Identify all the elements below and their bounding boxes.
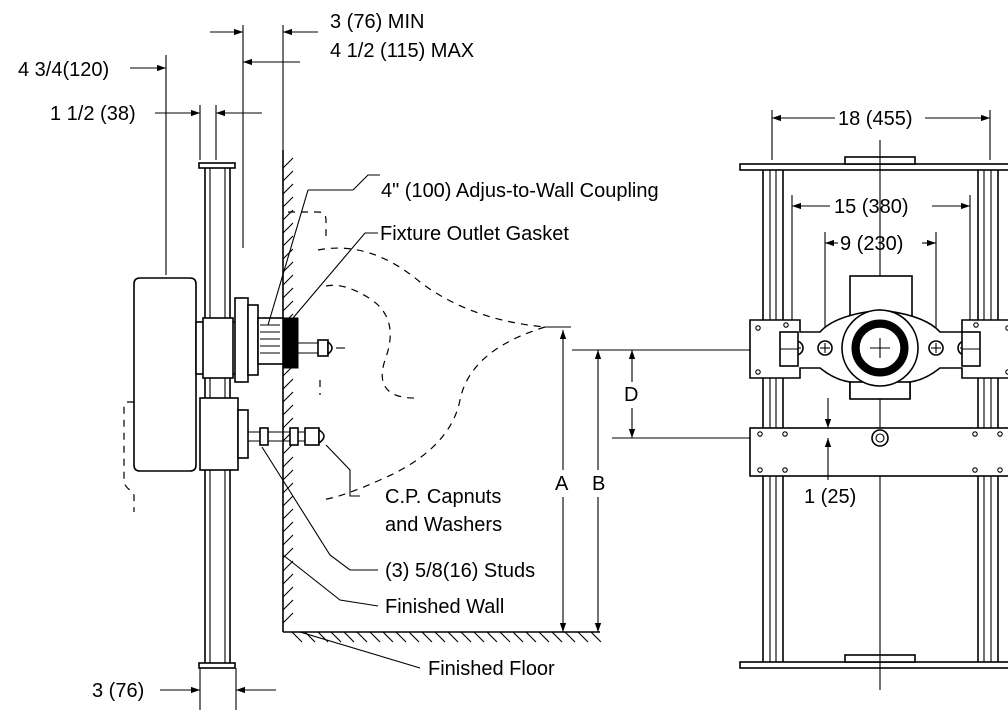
wall-hatch-mark xyxy=(282,612,294,624)
wall-hatch-mark xyxy=(282,573,294,585)
wall-hatch-mark xyxy=(282,495,294,507)
post-depth-label: 1 1/2 (38) xyxy=(50,103,136,125)
stud-span-label: 15 (380) xyxy=(834,196,909,218)
capnuts-label-line2: and Washers xyxy=(385,514,502,536)
wall-hatch-mark xyxy=(282,469,294,481)
dim-b-label: B xyxy=(592,473,605,495)
dim-d-label: D xyxy=(624,384,638,406)
floor-hatch-mark xyxy=(564,631,576,643)
floor-hatch-mark xyxy=(447,631,459,643)
upper-bracket xyxy=(195,297,345,383)
wall-hatch-mark xyxy=(282,235,294,247)
wall-hatch-mark xyxy=(282,157,294,169)
floor-hatch-mark xyxy=(434,631,446,643)
wall-hatch-mark xyxy=(282,300,294,312)
floor-hatch-mark xyxy=(356,631,368,643)
wall-hatch-mark xyxy=(282,599,294,611)
dim-a-label: A xyxy=(555,473,569,495)
bolt-span-label: 9 (230) xyxy=(840,233,903,255)
floor-hatch-mark xyxy=(577,631,589,643)
gasket-label: Fixture Outlet Gasket xyxy=(380,223,569,245)
wall-hatch-mark xyxy=(282,248,294,260)
height-dimensions: A B D xyxy=(555,330,845,632)
floor-hatch-mark xyxy=(460,631,472,643)
offset-25-label: 1 (25) xyxy=(804,486,856,508)
front-view: 18 (455) 15 (380) 9 (230) xyxy=(739,108,1008,690)
floor-hatch-mark xyxy=(538,631,550,643)
floor-hatch-mark xyxy=(330,631,342,643)
floor-hatch-mark xyxy=(551,631,563,643)
wall-hatch-mark xyxy=(282,170,294,182)
max-depth-label: 4 1/2 (115) MAX xyxy=(330,40,474,62)
wall-hatch-mark xyxy=(282,417,294,429)
wall-hatch-mark xyxy=(282,222,294,234)
lower-bracket xyxy=(199,397,325,471)
floor-hatch-mark xyxy=(382,631,394,643)
wall-hatch-mark xyxy=(282,586,294,598)
floor-hatch-mark xyxy=(499,631,511,643)
wall-hatch-mark xyxy=(282,456,294,468)
top-dimensions: 3 (76) MIN 4 1/2 (115) MAX 4 3/4(120) 1 … xyxy=(18,11,474,275)
capnuts-label-line1: C.P. Capnuts xyxy=(385,486,501,508)
finished-floor-label: Finished Floor xyxy=(428,658,555,680)
wall-hatch-mark xyxy=(282,378,294,390)
floor-hatch-mark xyxy=(590,631,602,643)
bowl-box xyxy=(123,277,197,512)
callout-leaders xyxy=(261,174,421,669)
wall-hatch-mark xyxy=(282,183,294,195)
bottom-dimension: 3 (76) xyxy=(92,668,276,710)
finished-wall-hatch xyxy=(282,150,602,643)
side-view: 3 (76) MIN 4 1/2 (115) MAX 4 3/4(120) 1 … xyxy=(18,11,845,710)
floor-hatch-mark xyxy=(395,631,407,643)
floor-hatch-mark xyxy=(343,631,355,643)
wall-hatch-mark xyxy=(282,521,294,533)
floor-hatch-mark xyxy=(369,631,381,643)
floor-hatch-mark xyxy=(512,631,524,643)
wall-hatch-mark xyxy=(282,560,294,572)
floor-hatch-mark xyxy=(408,631,420,643)
min-depth-label: 3 (76) MIN xyxy=(330,11,424,33)
studs-label: (3) 5/8(16) Studs xyxy=(385,560,535,582)
wall-hatch-mark xyxy=(282,534,294,546)
floor-hatch-mark xyxy=(291,631,303,643)
wall-hatch-mark xyxy=(282,508,294,520)
wall-hatch-mark xyxy=(282,287,294,299)
wall-hatch-mark xyxy=(282,274,294,286)
bowl-outline-dashed xyxy=(288,211,571,501)
foot-width-label: 3 (76) xyxy=(92,680,144,702)
wall-hatch-mark xyxy=(282,391,294,403)
frame-width-label: 18 (455) xyxy=(838,108,913,130)
floor-hatch-mark xyxy=(473,631,485,643)
coupling-label: 4" (100) Adjus-to-Wall Coupling xyxy=(381,180,659,202)
floor-hatch-mark xyxy=(525,631,537,643)
finished-wall-label: Finished Wall xyxy=(385,596,504,618)
floor-hatch-mark xyxy=(486,631,498,643)
overall-depth-label: 4 3/4(120) xyxy=(18,59,109,81)
wall-hatch-mark xyxy=(282,196,294,208)
wall-hatch-mark xyxy=(282,404,294,416)
floor-hatch-mark xyxy=(421,631,433,643)
